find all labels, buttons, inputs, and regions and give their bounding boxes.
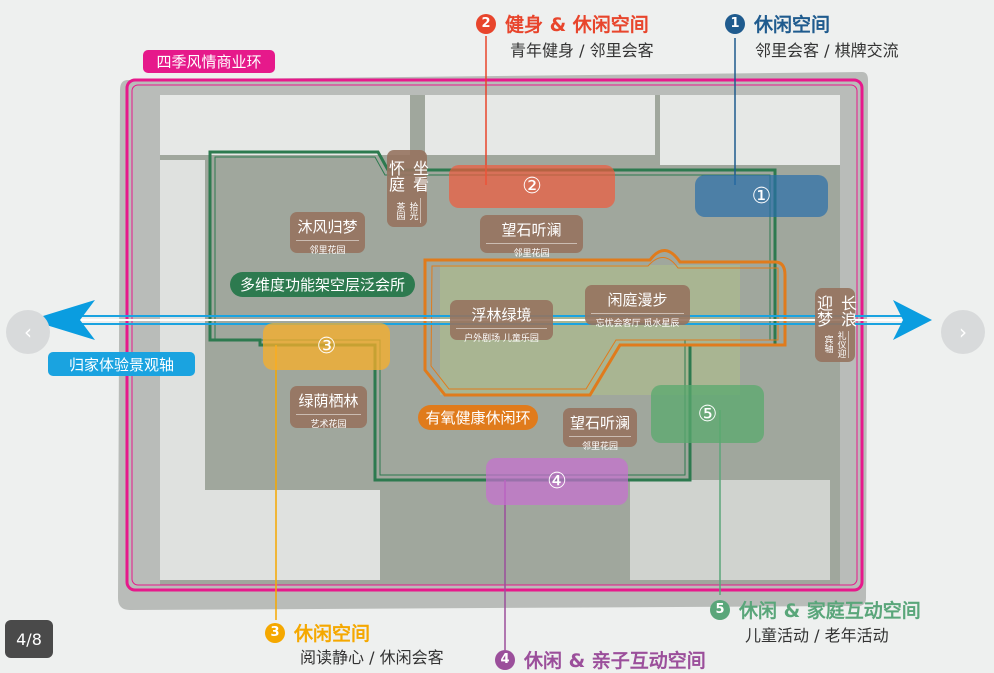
- garden-sub: 邻里花园: [569, 436, 631, 452]
- axis-right-arrow: [893, 300, 932, 340]
- garden-sub: 忘忧会客厅 觅水星辰: [591, 313, 684, 329]
- carousel-prev-button[interactable]: ‹: [6, 310, 50, 354]
- callout-number: 3: [265, 622, 285, 643]
- zone-4: ④: [486, 458, 628, 505]
- callout-number: 1: [725, 13, 745, 34]
- zone-5: ⑤: [651, 385, 764, 443]
- callout-title: 休闲空间: [294, 623, 371, 645]
- garden-name: 沐风归梦: [297, 218, 358, 236]
- garden-name: 绿荫栖林: [298, 392, 359, 410]
- clubhouse-label: 多维度功能架空层泛会所: [230, 272, 415, 297]
- garden-name: 长浪迎梦: [814, 295, 857, 328]
- callout-subtitle: 邻里会客 / 棋牌交流: [755, 41, 899, 60]
- garden-label: 望石听澜邻里花园: [563, 408, 637, 452]
- callout-title: 健身 & 休闲空间: [505, 14, 649, 36]
- callout-subtitle: 青年健身 / 邻里会客: [510, 41, 654, 60]
- callout-title: 休闲空间: [754, 14, 831, 36]
- garden-label: 坐看怀庭拾光茶园: [386, 150, 429, 227]
- callout-number: 4: [495, 649, 515, 670]
- callout-5: 5 休闲 & 家庭互动空间: [710, 596, 921, 623]
- garden-sub: 礼仪迎宾轴: [822, 330, 849, 358]
- garden-name: 望石听澜: [569, 414, 630, 432]
- garden-label: 绿荫栖林艺术花园: [290, 386, 367, 430]
- axis-left-arrow: [30, 300, 95, 340]
- axis-label: 归家体验景观轴: [48, 352, 195, 376]
- zone-2: ②: [449, 165, 615, 208]
- callout-title: 休闲 & 亲子互动空间: [524, 650, 706, 672]
- zone-1: ①: [695, 175, 828, 217]
- garden-name: 闲庭漫步: [607, 291, 668, 309]
- garden-label: 浮林绿境户外剧场 儿童乐园: [450, 300, 553, 344]
- garden-name: 坐看怀庭: [386, 160, 429, 193]
- garden-label: 沐风归梦邻里花园: [290, 212, 365, 256]
- callout-3: 3 休闲空间: [265, 619, 370, 646]
- garden-sub: 邻里花园: [486, 243, 577, 259]
- callout-2: 2 健身 & 休闲空间: [476, 10, 649, 37]
- callout-subtitle: 儿童活动 / 老年活动: [745, 626, 889, 645]
- zone-3: ③: [263, 323, 390, 370]
- garden-sub: 户外剧场 儿童乐园: [456, 328, 547, 344]
- page-counter: 4/8: [5, 620, 53, 658]
- callout-title: 休闲 & 家庭互动空间: [739, 600, 921, 622]
- fitness-ring-label: 有氧健康休闲环: [418, 405, 538, 430]
- garden-sub: 拾光茶园: [394, 198, 421, 223]
- garden-name: 浮林绿境: [471, 306, 532, 324]
- commercial-ring-label: 四季风情商业环: [143, 50, 275, 73]
- garden-sub: 艺术花园: [296, 414, 361, 430]
- garden-label: 长浪迎梦礼仪迎宾轴: [814, 288, 857, 362]
- callout-number: 5: [710, 599, 730, 620]
- callout-number: 2: [476, 13, 496, 34]
- garden-label: 望石听澜邻里花园: [480, 215, 583, 259]
- callout-1: 1 休闲空间: [725, 10, 830, 37]
- callout-4: 4 休闲 & 亲子互动空间: [495, 646, 706, 673]
- garden-name: 望石听澜: [501, 221, 562, 239]
- garden-sub: 邻里花园: [296, 240, 359, 256]
- carousel-next-button[interactable]: ›: [941, 310, 985, 354]
- garden-label: 闲庭漫步忘忧会客厅 觅水星辰: [585, 285, 690, 329]
- callout-subtitle: 阅读静心 / 休闲会客: [300, 648, 444, 667]
